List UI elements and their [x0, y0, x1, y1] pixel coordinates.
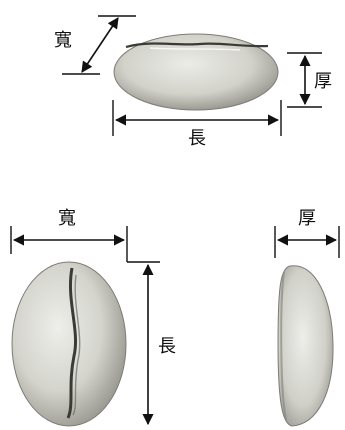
front-width-label: 寬 [58, 208, 76, 229]
front-width-dimension: 寬 [11, 208, 127, 262]
top-thickness-label: 厚 [314, 71, 332, 92]
front-length-dimension: 長 [127, 262, 176, 424]
front-length-label: 長 [158, 336, 176, 357]
top-width-label: 寬 [54, 30, 72, 51]
bean-top-view [114, 34, 278, 110]
side-thickness-label: 厚 [298, 208, 316, 229]
side-thickness-dimension: 厚 [275, 208, 339, 258]
bean-side-body [278, 266, 333, 426]
bean-front-view [12, 262, 126, 426]
bean-side-view [278, 266, 333, 426]
top-width-arrow [82, 18, 118, 72]
top-length-label: 長 [188, 128, 206, 149]
top-thickness-dimension: 厚 [287, 53, 332, 107]
